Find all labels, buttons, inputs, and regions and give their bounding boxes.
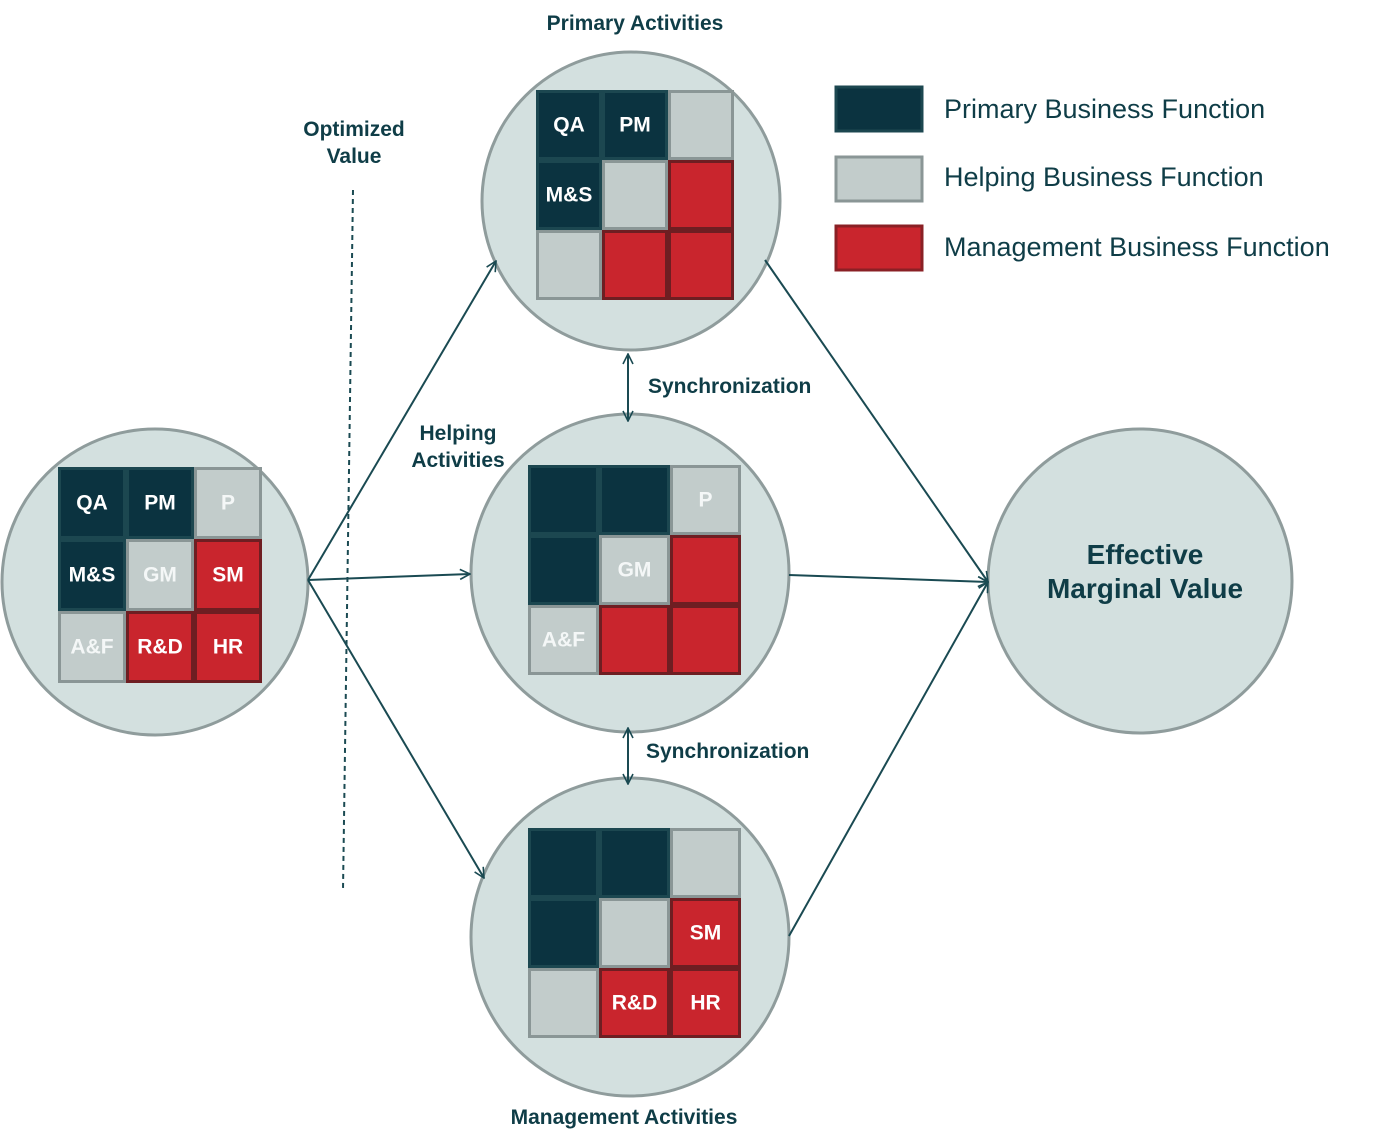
legend-label-primary: Primary Business Function bbox=[944, 94, 1265, 124]
optimized-value-divider bbox=[342, 189, 354, 891]
management-activities-label: Management Activities bbox=[511, 1106, 738, 1129]
management-cell-label-hr: HR bbox=[690, 992, 720, 1015]
primary-cell-management bbox=[668, 160, 734, 230]
source-cell-management-hr bbox=[194, 611, 262, 683]
source-cell-helping-aandf bbox=[58, 611, 126, 683]
arrow-source-to-management bbox=[307, 579, 484, 878]
synchronization-label-bottom: Synchronization bbox=[646, 740, 809, 763]
source-cell-primary-qa bbox=[58, 467, 126, 539]
helping-cell-label-aandf: A&F bbox=[542, 629, 585, 652]
helping-cell-primary bbox=[599, 465, 670, 535]
helping-cell-helping-aandf bbox=[528, 605, 599, 675]
source-cell-label-sm: SM bbox=[212, 564, 244, 587]
management-cell-label-randd: R&D bbox=[612, 992, 658, 1015]
primary-cell-primary-pm bbox=[602, 90, 668, 160]
management-cell-helping bbox=[599, 898, 670, 968]
arrow-source-to-helping bbox=[307, 574, 470, 581]
source-cell-management-randd bbox=[126, 611, 194, 683]
source-cell-label-qa: QA bbox=[76, 492, 108, 515]
helping-cell-management bbox=[670, 535, 741, 605]
management-cell-management-hr bbox=[670, 968, 741, 1038]
helping-function-grid: P GM A&F bbox=[528, 465, 741, 675]
source-cell-label-pm: PM bbox=[144, 492, 176, 515]
primary-cell-primary-qa bbox=[536, 90, 602, 160]
source-cell-management-sm bbox=[194, 539, 262, 611]
helping-activities-label-line2: Activities bbox=[411, 449, 504, 472]
source-cell-label-aandf: A&F bbox=[70, 636, 113, 659]
primary-cell-primary-mands bbox=[536, 160, 602, 230]
primary-cell-helping bbox=[602, 160, 668, 230]
optimized-value-label-line2: Value bbox=[327, 145, 382, 168]
helping-cell-helping-gm bbox=[599, 535, 670, 605]
source-cell-label-p: P bbox=[221, 492, 235, 515]
helping-cell-primary bbox=[528, 535, 599, 605]
helping-cell-management bbox=[670, 605, 741, 675]
management-cell-management-sm bbox=[670, 898, 741, 968]
source-cell-label-hr: HR bbox=[213, 636, 243, 659]
primary-cell-helping bbox=[536, 230, 602, 300]
legend-swatch-management bbox=[834, 224, 924, 272]
primary-cell-helping bbox=[668, 90, 734, 160]
source-function-grid: QA PM P M&S GM SM A&F R&D HR bbox=[58, 467, 262, 683]
management-cell-helping bbox=[528, 968, 599, 1038]
primary-function-grid: QA PM M&S bbox=[536, 90, 734, 300]
source-cell-primary-mands bbox=[58, 539, 126, 611]
helping-cell-label-gm: GM bbox=[618, 559, 652, 582]
source-cell-label-randd: R&D bbox=[137, 636, 183, 659]
effective-marginal-value-line2: Marginal Value bbox=[1047, 573, 1243, 604]
primary-cell-label-qa: QA bbox=[553, 114, 585, 137]
primary-activities-label: Primary Activities bbox=[547, 12, 724, 35]
effective-marginal-value-line1: Effective bbox=[1087, 539, 1204, 570]
management-cell-primary bbox=[528, 898, 599, 968]
management-cell-helping bbox=[670, 828, 741, 898]
management-function-grid: SM R&D HR bbox=[528, 828, 741, 1038]
source-cell-label-mands: M&S bbox=[69, 564, 116, 587]
management-cell-management-randd bbox=[599, 968, 670, 1038]
source-cell-helping-p bbox=[194, 467, 262, 539]
source-cell-label-gm: GM bbox=[143, 564, 177, 587]
primary-cell-management bbox=[602, 230, 668, 300]
management-cell-primary bbox=[599, 828, 670, 898]
helping-cell-helping-p bbox=[670, 465, 741, 535]
legend-label-management: Management Business Function bbox=[944, 232, 1330, 262]
primary-cell-management bbox=[668, 230, 734, 300]
management-cell-primary bbox=[528, 828, 599, 898]
arrow-helping-to-effective bbox=[788, 574, 988, 582]
legend-swatch-helping bbox=[834, 155, 924, 203]
legend-label-helping: Helping Business Function bbox=[944, 162, 1264, 192]
arrow-management-to-effective bbox=[788, 582, 988, 937]
legend-swatch-primary bbox=[834, 85, 924, 133]
optimized-value-label-line1: Optimized bbox=[303, 118, 405, 141]
helping-cell-label-p: P bbox=[698, 489, 712, 512]
arrow-source-to-primary bbox=[307, 261, 496, 581]
management-cell-label-sm: SM bbox=[690, 922, 722, 945]
helping-activities-label-line1: Helping bbox=[420, 422, 497, 445]
primary-cell-label-pm: PM bbox=[619, 114, 651, 137]
primary-cell-label-mands: M&S bbox=[546, 184, 593, 207]
source-cell-primary-pm bbox=[126, 467, 194, 539]
helping-cell-management bbox=[599, 605, 670, 675]
arrow-primary-to-effective bbox=[764, 259, 988, 582]
helping-cell-primary bbox=[528, 465, 599, 535]
source-cell-helping-gm bbox=[126, 539, 194, 611]
synchronization-label-top: Synchronization bbox=[648, 375, 811, 398]
